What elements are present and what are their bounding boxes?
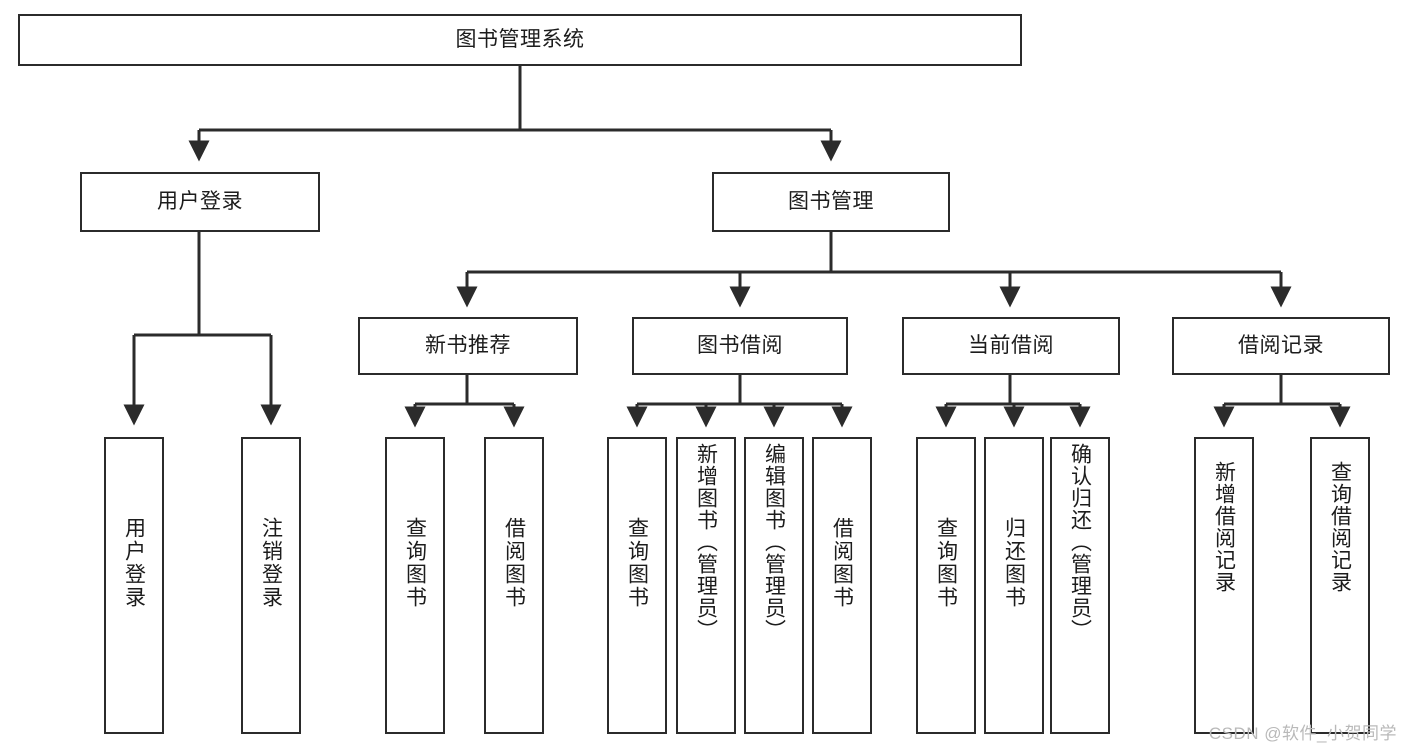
node-new-book-recommend[interactable]: 新书推荐 — [358, 317, 578, 375]
node-book-borrow[interactable]: 图书借阅 — [632, 317, 848, 375]
node-leaf-add-record[interactable]: 新增借阅记录 — [1194, 437, 1254, 734]
node-current-borrow[interactable]: 当前借阅 — [902, 317, 1120, 375]
node-leaf-borrow-book-1[interactable]: 借阅图书 — [484, 437, 544, 734]
node-book-borrow-label: 图书借阅 — [697, 334, 783, 358]
node-leaf-query-book-2-label: 查询图书 — [625, 517, 649, 609]
node-leaf-user-logout-label: 注销登录 — [259, 517, 283, 609]
node-book-manage[interactable]: 图书管理 — [712, 172, 950, 232]
node-root-label: 图书管理系统 — [455, 28, 585, 52]
node-leaf-borrow-book-2[interactable]: 借阅图书 — [812, 437, 872, 734]
node-leaf-add-book[interactable]: 新增图书（管理员） — [676, 437, 736, 734]
node-leaf-return-book-label: 归还图书 — [1002, 517, 1026, 609]
node-leaf-query-book-1[interactable]: 查询图书 — [385, 437, 445, 734]
node-borrow-record[interactable]: 借阅记录 — [1172, 317, 1390, 375]
node-new-book-recommend-label: 新书推荐 — [425, 334, 511, 358]
node-user-login[interactable]: 用户登录 — [80, 172, 320, 232]
node-book-manage-label: 图书管理 — [788, 190, 874, 214]
node-leaf-query-book-3-label: 查询图书 — [934, 517, 958, 609]
node-leaf-add-record-label: 新增借阅记录 — [1212, 461, 1236, 593]
node-leaf-add-book-label: 新增图书（管理员） — [694, 443, 718, 641]
node-leaf-borrow-book-1-label: 借阅图书 — [502, 517, 526, 609]
node-user-login-label: 用户登录 — [157, 190, 243, 214]
node-root[interactable]: 图书管理系统 — [18, 14, 1022, 66]
node-leaf-edit-book-label: 编辑图书（管理员） — [762, 443, 786, 641]
node-leaf-query-record[interactable]: 查询借阅记录 — [1310, 437, 1370, 734]
node-leaf-query-book-2[interactable]: 查询图书 — [607, 437, 667, 734]
node-leaf-return-book[interactable]: 归还图书 — [984, 437, 1044, 734]
node-current-borrow-label: 当前借阅 — [968, 334, 1054, 358]
node-leaf-confirm-return-label: 确认归还（管理员） — [1068, 443, 1092, 641]
csdn-watermark: CSDN @软件_小贺同学 — [1208, 724, 1397, 743]
node-leaf-confirm-return[interactable]: 确认归还（管理员） — [1050, 437, 1110, 734]
node-leaf-edit-book[interactable]: 编辑图书（管理员） — [744, 437, 804, 734]
node-leaf-query-book-1-label: 查询图书 — [403, 517, 427, 609]
node-leaf-query-record-label: 查询借阅记录 — [1328, 461, 1352, 593]
node-leaf-user-login-label: 用户登录 — [122, 517, 146, 609]
node-borrow-record-label: 借阅记录 — [1238, 334, 1324, 358]
node-leaf-user-logout[interactable]: 注销登录 — [241, 437, 301, 734]
node-leaf-user-login[interactable]: 用户登录 — [104, 437, 164, 734]
node-leaf-borrow-book-2-label: 借阅图书 — [830, 517, 854, 609]
node-leaf-query-book-3[interactable]: 查询图书 — [916, 437, 976, 734]
